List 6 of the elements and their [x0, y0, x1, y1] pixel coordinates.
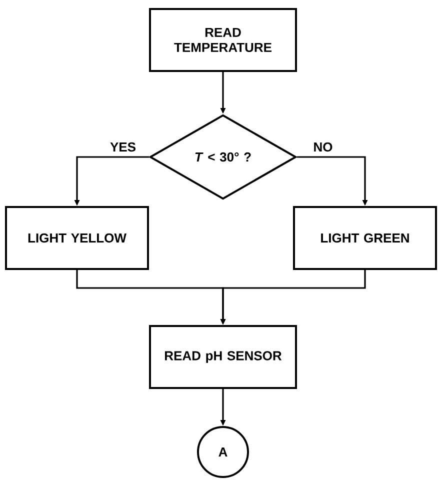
edge-label: NO	[314, 142, 332, 152]
process-box: READ pH SENSOR	[149, 325, 297, 389]
process-box: LIGHT YELLOW	[5, 206, 149, 270]
process-box: READ TEMPERATURE	[149, 8, 297, 72]
process-box: LIGHT GREEN	[293, 206, 437, 270]
edge-label: YES	[110, 142, 136, 152]
